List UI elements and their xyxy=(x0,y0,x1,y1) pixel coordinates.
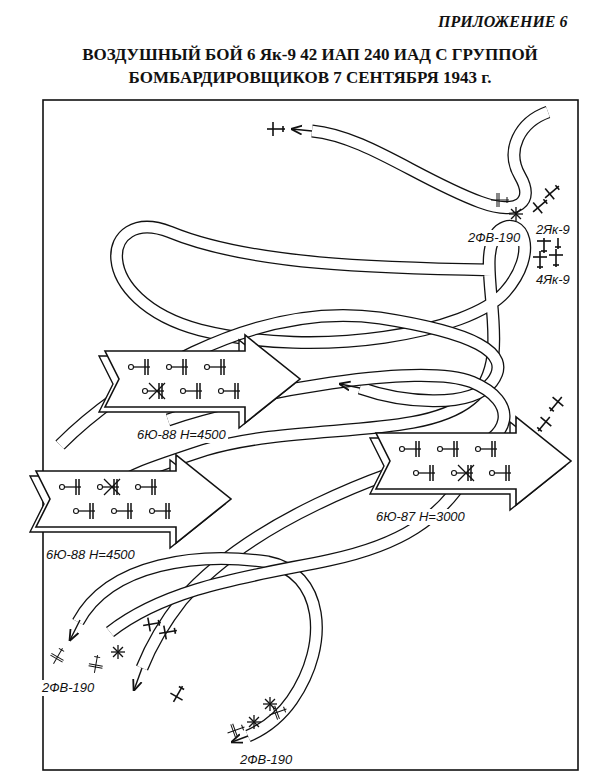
frame xyxy=(43,100,578,770)
formation-arrow xyxy=(366,415,578,507)
fighter-symbols xyxy=(47,122,567,740)
flight-arrow xyxy=(134,668,142,690)
bomber-symbol xyxy=(98,479,121,495)
bomber-symbol xyxy=(143,383,166,399)
fighter-symbol xyxy=(47,645,68,668)
shot-down-mark xyxy=(111,645,125,659)
shot-down-mark xyxy=(247,715,261,729)
fighter-symbol xyxy=(167,683,188,706)
fighter-symbol xyxy=(491,193,509,207)
fighter-symbol xyxy=(533,413,555,436)
fighter-symbol xyxy=(88,654,105,674)
flight-arrow xyxy=(292,129,312,131)
fighter-symbol xyxy=(537,235,551,253)
bomber-symbol xyxy=(476,441,498,457)
fighter-symbol xyxy=(533,251,547,269)
formation-label: 6Ю-87 Н=3000 xyxy=(374,509,467,525)
bomber-symbol xyxy=(60,479,82,495)
formation-arrow xyxy=(95,333,310,425)
fighter-symbol xyxy=(267,122,285,136)
fighter-symbol xyxy=(142,616,162,633)
ribbon-edge xyxy=(312,112,548,208)
shot-down-mark xyxy=(263,697,277,711)
fighter-symbol xyxy=(541,181,564,203)
group-label: 4Як-9 xyxy=(534,272,572,288)
bomber-symbol xyxy=(167,359,189,375)
bomber-symbol xyxy=(452,465,475,481)
bomber-symbol xyxy=(181,383,203,399)
flight-ribbons xyxy=(60,112,548,736)
bomber-symbol xyxy=(219,383,241,399)
bomber-formation: 6Ю-87 Н=3000 xyxy=(366,415,578,527)
formation-arrow xyxy=(26,453,241,545)
group-label: 2Як-9 xyxy=(534,222,572,238)
group-label: 2ФВ-190 xyxy=(238,752,294,768)
ribbon-fill xyxy=(312,112,548,208)
appendix-number: ПРИЛОЖЕНИЕ 6 xyxy=(436,12,570,31)
bomber-symbol xyxy=(112,503,134,519)
bomber-symbol xyxy=(414,465,436,481)
bomber-symbol xyxy=(438,441,460,457)
bomber-symbol xyxy=(150,503,172,519)
fighter-symbol xyxy=(549,249,563,267)
group-label: 2ФВ-190 xyxy=(40,680,96,696)
diagram-title: ВОЗДУШНЫЙ БОЙ 6 Як-9 42 ИАП 240 ИАД С ГР… xyxy=(40,44,580,90)
group-label: 2ФВ-190 xyxy=(466,230,522,246)
bomber-symbol xyxy=(205,359,227,375)
formation-label: 6Ю-88 Н=4500 xyxy=(44,547,137,563)
fighter-symbol xyxy=(529,195,552,217)
flight-arrow xyxy=(340,384,360,388)
formation-label: 6Ю-88 Н=4500 xyxy=(135,427,228,443)
fighter-symbol xyxy=(225,720,247,739)
bomber-symbol xyxy=(74,503,96,519)
bomber-symbol xyxy=(136,479,158,495)
flight-arrow xyxy=(70,620,80,640)
fighter-symbol xyxy=(158,624,178,641)
bomber-symbol xyxy=(129,359,151,375)
bomber-formation: 6Ю-88 Н=4500 xyxy=(26,453,241,565)
shot-down-mark xyxy=(509,207,523,221)
bomber-symbol xyxy=(400,441,422,457)
bomber-formation: 6Ю-88 Н=4500 xyxy=(95,333,310,445)
flight-arrow xyxy=(232,736,248,742)
bomber-symbol xyxy=(490,465,512,481)
fighter-symbol xyxy=(545,393,567,416)
